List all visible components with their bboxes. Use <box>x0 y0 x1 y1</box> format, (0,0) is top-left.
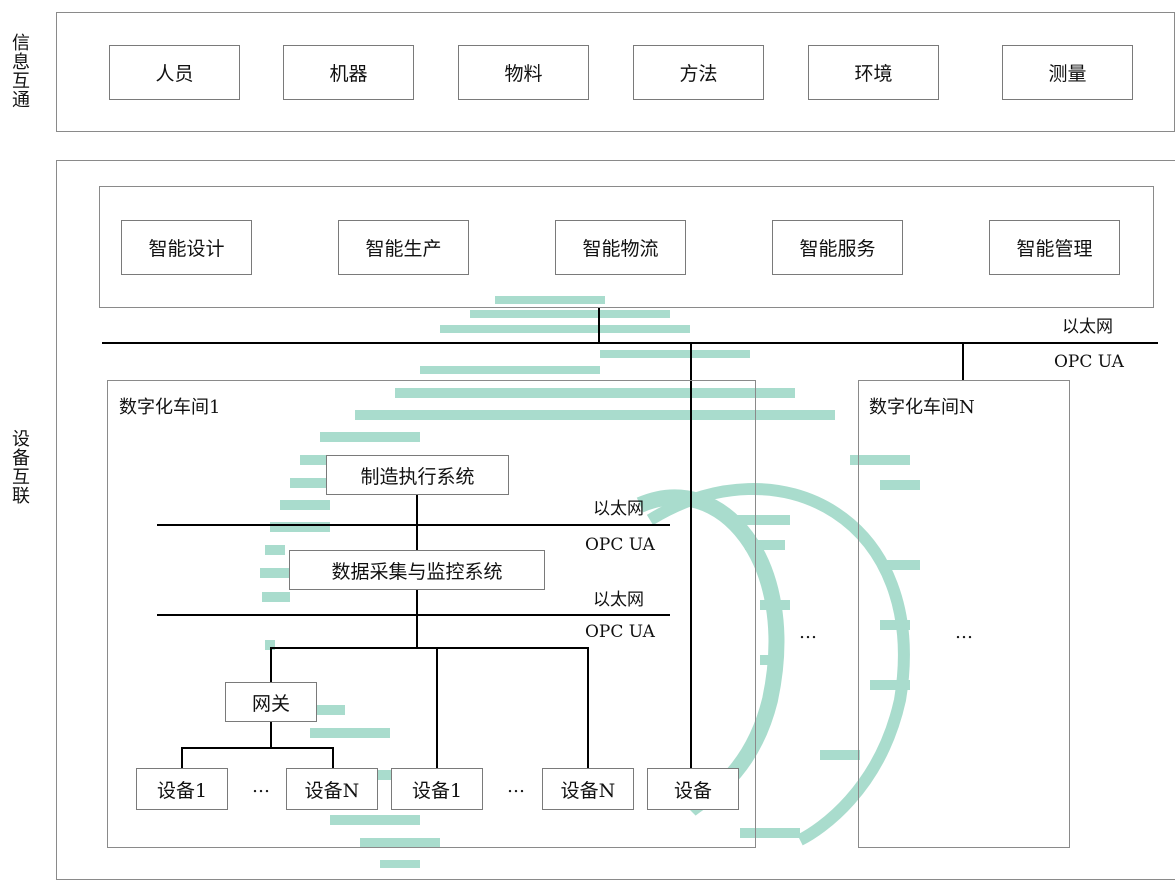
drop-to-device-nb <box>587 647 589 768</box>
connector-scada-down <box>416 590 418 615</box>
connector-bus-to-workshopN <box>962 344 964 380</box>
workshop-bus-1 <box>157 524 670 526</box>
drop-to-device-1a <box>181 747 183 768</box>
info-section-label: 信息互通 <box>12 33 30 111</box>
device-direct: 设备 <box>647 768 739 810</box>
bus2-label-ethernet: 以太网 <box>593 590 644 610</box>
device-ellipsis-a: … <box>252 776 270 797</box>
smart-service-box: 智能服务 <box>772 220 903 275</box>
info-item-measurement: 测量 <box>1002 45 1133 100</box>
gateway-branch-line <box>181 747 334 749</box>
connector-top-to-bus <box>598 308 600 344</box>
device-1b: 设备1 <box>391 768 483 810</box>
device-nb: 设备N <box>542 768 634 810</box>
device-section-label: 设备互联 <box>12 429 30 507</box>
bus1-label-ethernet: 以太网 <box>593 499 644 519</box>
gateway-box: 网关 <box>225 682 317 722</box>
main-ethernet-bus <box>102 342 1158 344</box>
workshop-n-ellipsis: … <box>955 622 973 643</box>
bus1-label-opcua: OPC UA <box>585 535 655 555</box>
info-item-environment: 环境 <box>808 45 939 100</box>
connector-bus1-to-scada <box>416 526 418 550</box>
device-1a: 设备1 <box>136 768 228 810</box>
connector-gateway-down <box>270 722 272 748</box>
smart-systems-panel <box>99 186 1154 308</box>
scada-box: 数据采集与监控系统 <box>289 550 545 590</box>
info-item-method: 方法 <box>633 45 764 100</box>
info-item-personnel: 人员 <box>109 45 240 100</box>
device-na: 设备N <box>286 768 378 810</box>
device-ellipsis-b: … <box>507 776 525 797</box>
main-bus-label-opcua: OPC UA <box>1054 352 1124 372</box>
workshop-1-title: 数字化车间1 <box>119 397 221 418</box>
workshop-n-title: 数字化车间N <box>869 397 975 418</box>
drop-to-device-1b <box>436 647 438 768</box>
between-workshops-ellipsis: … <box>799 622 817 643</box>
workshop-n-panel <box>858 380 1070 848</box>
connector-mes-down <box>416 495 418 525</box>
smart-production-box: 智能生产 <box>338 220 469 275</box>
info-item-material: 物料 <box>458 45 589 100</box>
workshop-1-panel <box>107 380 756 848</box>
workshop-bus-2 <box>157 614 670 616</box>
smart-design-box: 智能设计 <box>121 220 252 275</box>
distribution-line <box>270 647 589 649</box>
bus2-label-opcua: OPC UA <box>585 622 655 642</box>
smart-logistics-box: 智能物流 <box>555 220 686 275</box>
mes-box: 制造执行系统 <box>326 455 509 495</box>
connector-bus-to-device <box>690 344 692 768</box>
main-bus-label-ethernet: 以太网 <box>1062 317 1113 337</box>
drop-to-gateway <box>270 647 272 682</box>
drop-to-device-na <box>332 747 334 768</box>
info-item-machine: 机器 <box>283 45 414 100</box>
smart-management-box: 智能管理 <box>989 220 1120 275</box>
connector-bus2-down <box>416 616 418 648</box>
